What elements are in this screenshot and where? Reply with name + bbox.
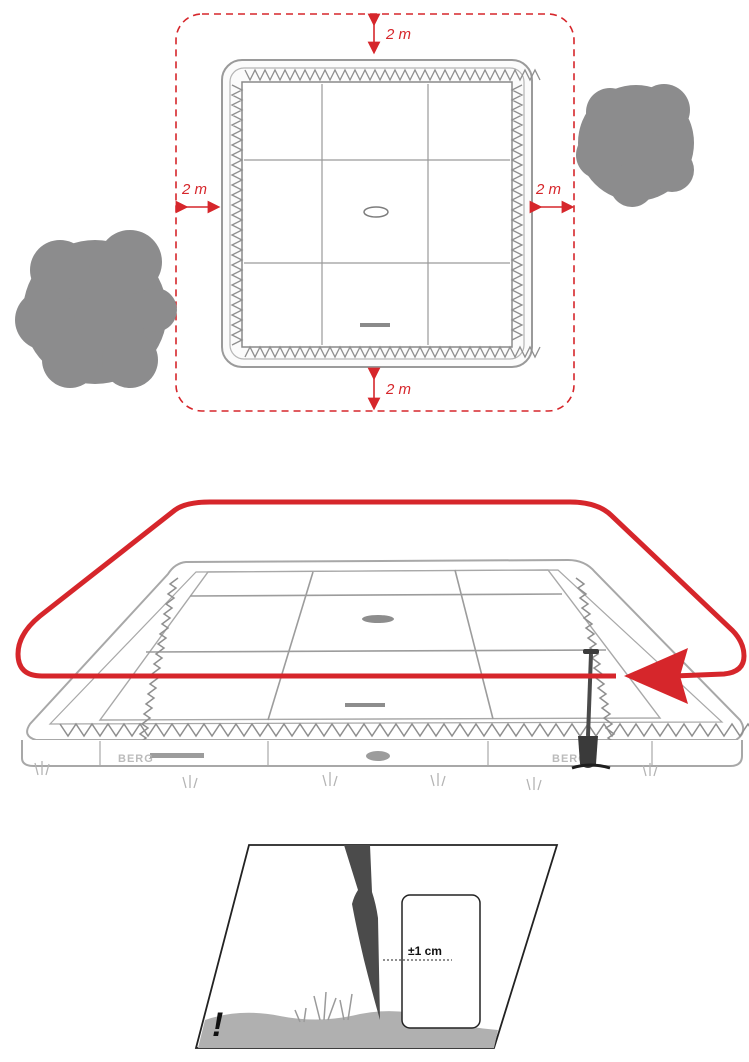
shovel-icon (571, 649, 611, 770)
top-view-section: 2 m 2 m 2 m 2 m (15, 13, 694, 412)
clearance-arrows (175, 13, 575, 411)
tolerance-box (401, 894, 481, 1029)
clearance-right-label: 2 m (535, 181, 561, 198)
tree-left-icon (15, 230, 177, 388)
tolerance-label: ±1 cm (408, 944, 442, 958)
dig-path-arrow (15, 499, 747, 679)
clearance-bottom-label: 2 m (385, 381, 411, 398)
brand-right-label: BERG (552, 753, 588, 765)
clearance-left-label: 2 m (181, 181, 207, 198)
grass-detail (294, 991, 353, 1023)
perspective-section: BERG BERG (15, 499, 749, 791)
tree-right-icon (576, 84, 694, 207)
grass-tufts (34, 761, 658, 791)
arrow-head-icon (624, 648, 688, 704)
brand-left-label: BERG (118, 753, 154, 765)
dig-detail-section: ±1 cm ! (194, 844, 559, 1049)
trampoline-top-view (221, 59, 541, 368)
trampoline-perspective (21, 558, 749, 767)
spade-blade-icon (344, 845, 380, 1020)
logo-icon (363, 206, 389, 218)
warning-icon: ! (212, 1006, 223, 1044)
clearance-top-label: 2 m (385, 26, 411, 43)
